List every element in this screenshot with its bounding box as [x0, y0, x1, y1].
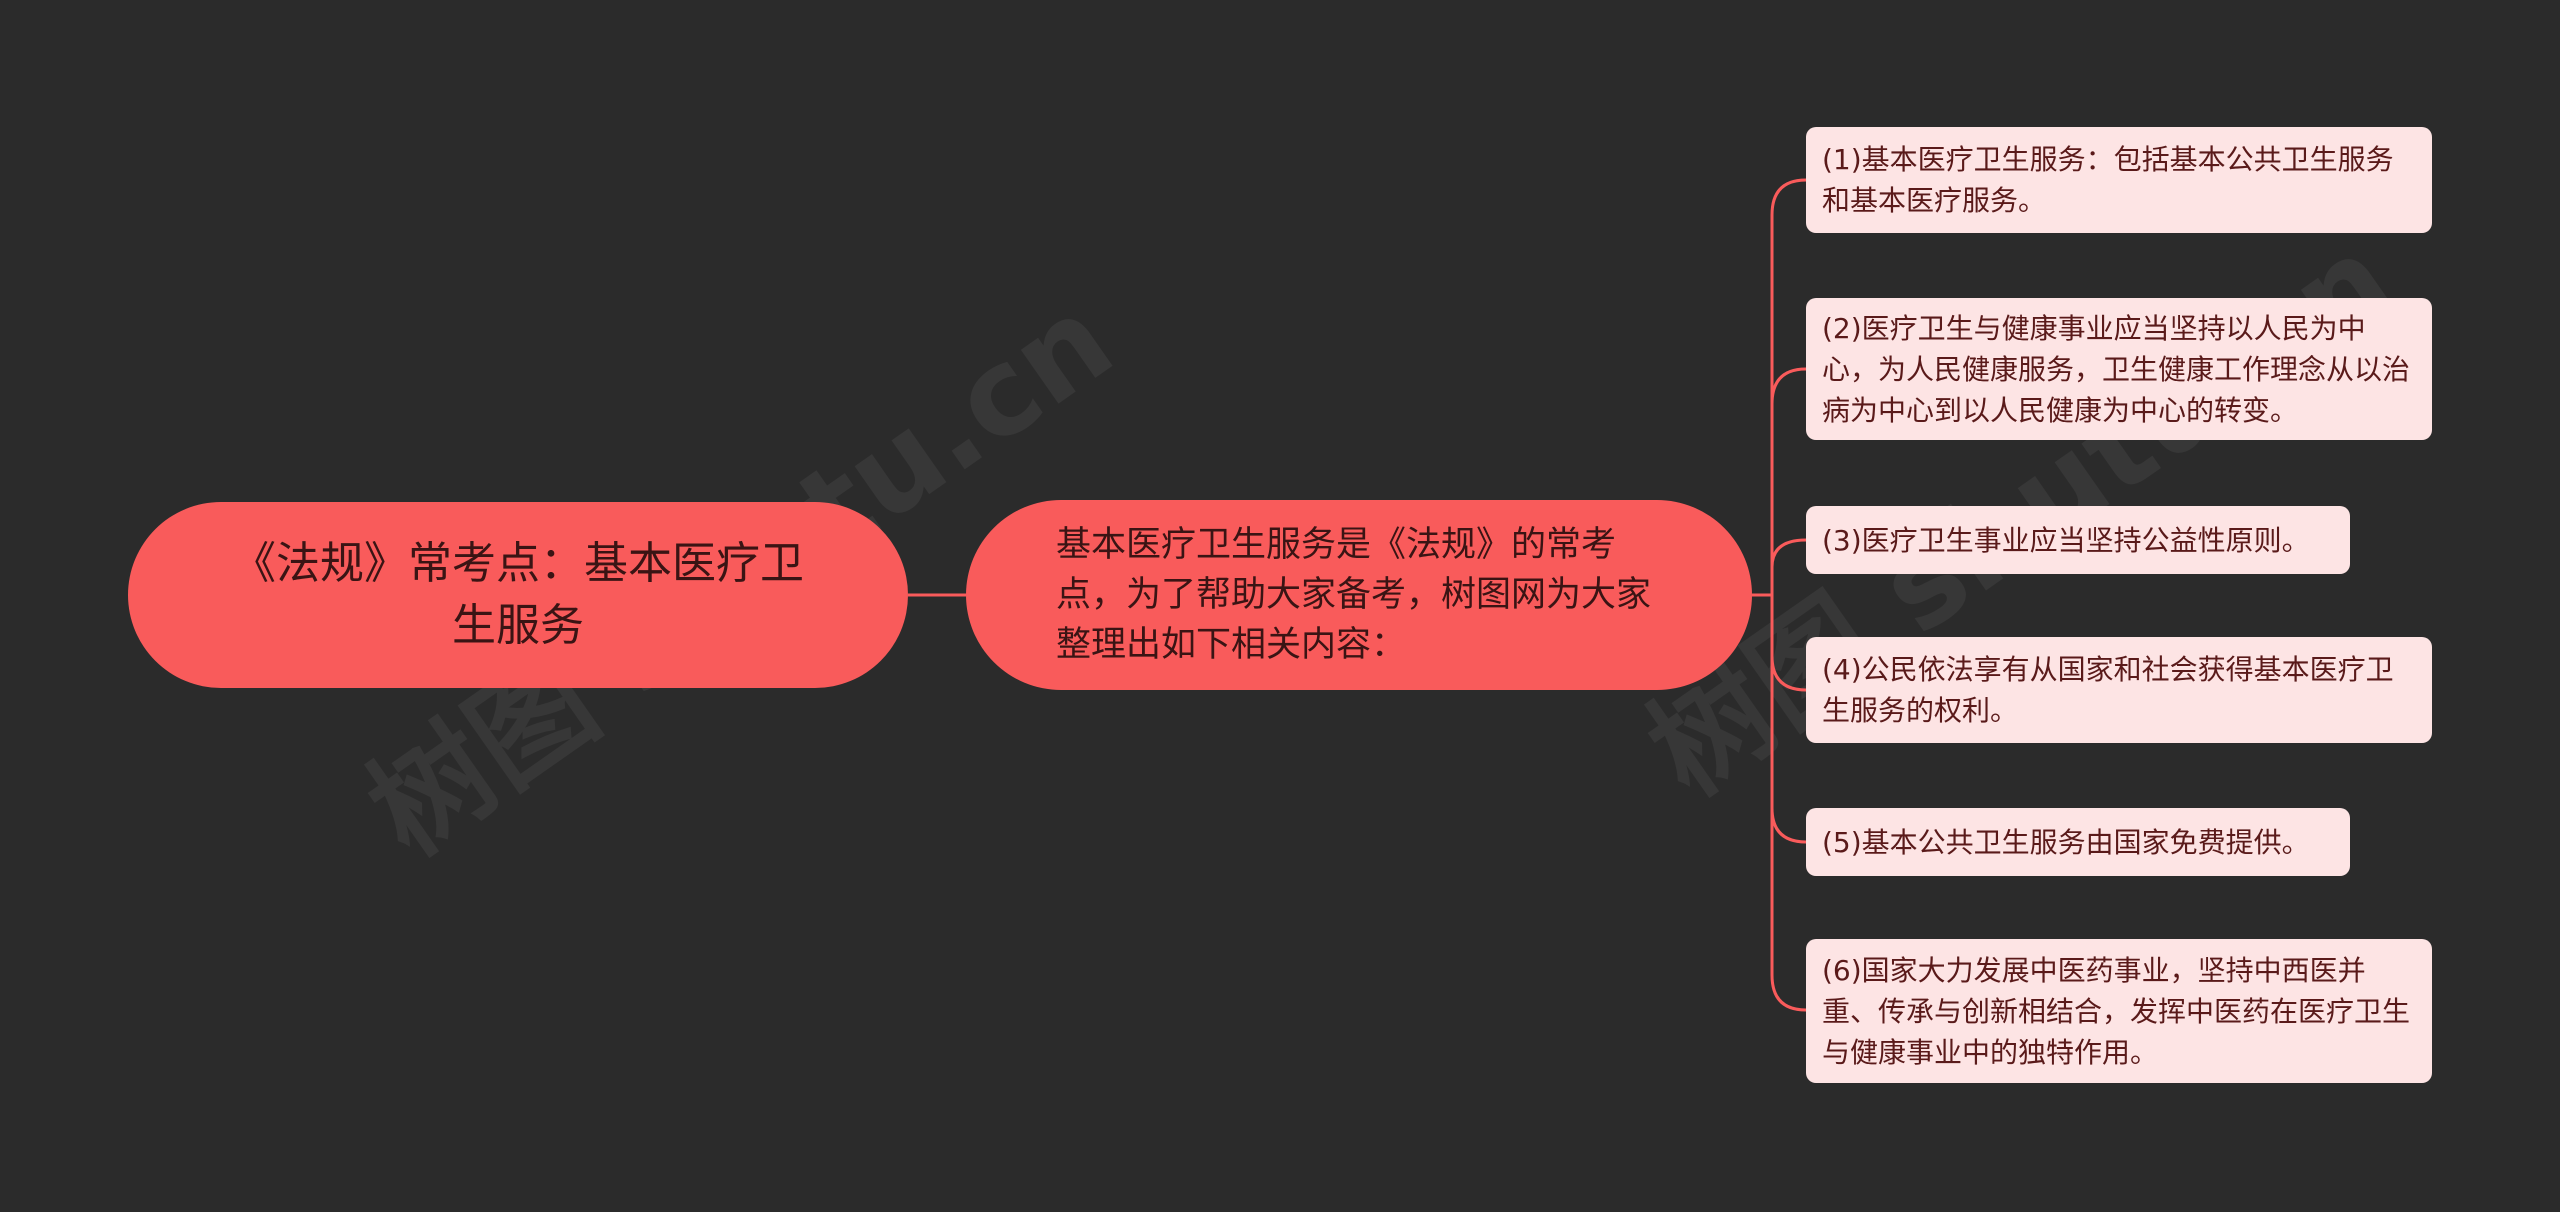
leaf-node-6[interactable]: (6)国家大力发展中医药事业，坚持中西医并重、传承与创新相结合，发挥中医药在医疗…: [1806, 939, 2432, 1083]
leaf-node-4[interactable]: (4)公民依法享有从国家和社会获得基本医疗卫生服务的权利。: [1806, 637, 2432, 743]
connector-leaf-1: [1770, 178, 1807, 595]
leaf-node-1[interactable]: (1)基本医疗卫生服务：包括基本公共卫生服务和基本医疗服务。: [1806, 127, 2432, 233]
leaf-node-text: (3)医疗卫生事业应当坚持公益性原则。: [1822, 523, 2310, 557]
connector-leaf-3: [1770, 538, 1807, 595]
connector-leaf-5: [1770, 595, 1807, 844]
root-topic-text: 《法规》常考点：基本医疗卫生服务: [232, 538, 804, 651]
leaf-node-2[interactable]: (2)医疗卫生与健康事业应当坚持以人民为中心，为人民健康服务，卫生健康工作理念从…: [1806, 298, 2432, 440]
leaf-node-text: (5)基本公共卫生服务由国家免费提供。: [1822, 825, 2310, 859]
leaf-node-5[interactable]: (5)基本公共卫生服务由国家免费提供。: [1806, 808, 2350, 876]
middle-topic-node[interactable]: 基本医疗卫生服务是《法规》的常考点，为了帮助大家备考，树图网为大家整理出如下相关…: [966, 500, 1752, 690]
connector-leaf-6: [1770, 595, 1807, 1012]
connector-leaf-4: [1770, 595, 1807, 692]
leaf-node-text: (2)医疗卫生与健康事业应当坚持以人民为中心，为人民健康服务，卫生健康工作理念从…: [1822, 311, 2411, 427]
connector-leaf-2: [1770, 367, 1807, 595]
leaf-node-text: (1)基本医疗卫生服务：包括基本公共卫生服务和基本医疗服务。: [1822, 143, 2394, 217]
root-topic-node[interactable]: 《法规》常考点：基本医疗卫生服务: [128, 502, 908, 688]
leaf-node-3[interactable]: (3)医疗卫生事业应当坚持公益性原则。: [1806, 506, 2350, 574]
leaf-node-text: (6)国家大力发展中医药事业，坚持中西医并重、传承与创新相结合，发挥中医药在医疗…: [1822, 953, 2411, 1069]
middle-topic-text: 基本医疗卫生服务是《法规》的常考点，为了帮助大家备考，树图网为大家整理出如下相关…: [1056, 525, 1652, 665]
leaf-node-text: (4)公民依法享有从国家和社会获得基本医疗卫生服务的权利。: [1822, 653, 2394, 727]
